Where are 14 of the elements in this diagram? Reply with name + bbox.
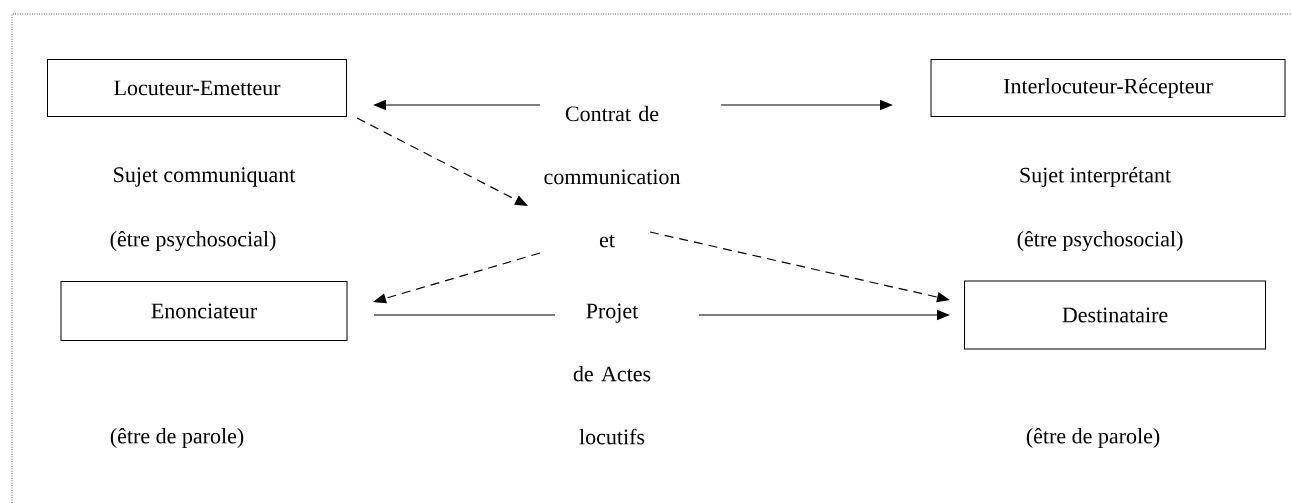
- connector-line: [373, 314, 556, 316]
- caption-text: (être psychosocial): [1017, 231, 1183, 252]
- center-text: Projet de Actes locutifs: [573, 303, 651, 445]
- text-box: Interlocuteur-Récepteur: [930, 59, 1286, 117]
- text-box: Destinataire: [964, 280, 1266, 350]
- caption-text: Sujet interprétant: [1020, 167, 1171, 187]
- caption-text: (être de parole): [110, 428, 244, 448]
- caption-text: (être psychosocial): [110, 231, 276, 252]
- caption-text: (être de parole): [1026, 428, 1160, 448]
- caption-text: Sujet communiquant: [114, 167, 296, 187]
- text-box: Locuteur-Emetteur: [47, 59, 347, 117]
- center-text: et: [599, 234, 615, 248]
- dashed-arrow: [356, 117, 528, 206]
- text-box: Enonciateur: [60, 281, 348, 341]
